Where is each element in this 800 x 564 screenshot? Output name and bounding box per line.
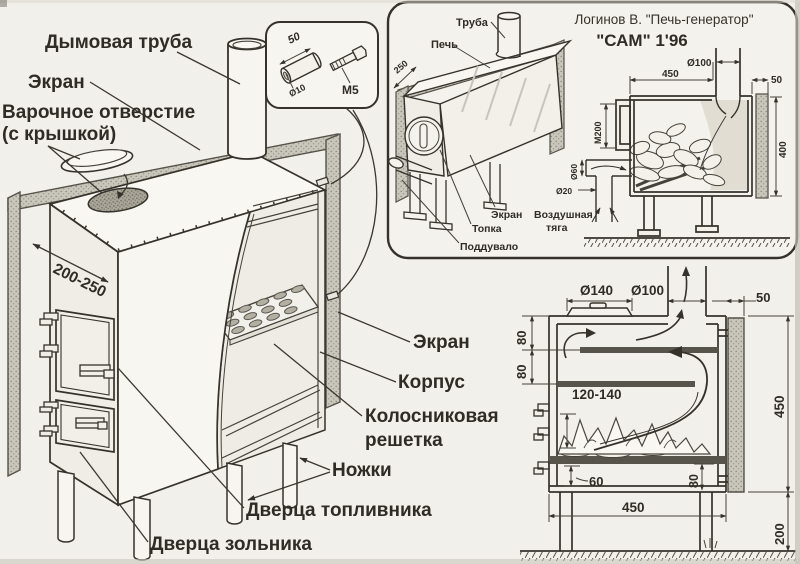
hinge-icon — [39, 312, 59, 358]
chimney-pipe — [227, 37, 267, 160]
dim-cook-hole: Ø140 — [580, 283, 613, 298]
label-chimney: Дымовая труба — [45, 32, 192, 53]
cutaway-sheet — [117, 210, 252, 507]
inset-label-ashpit: Поддувало — [460, 241, 518, 253]
dim-screen-gap: 50 — [756, 290, 770, 305]
screen-bolt-pins — [315, 176, 340, 302]
inset-dim-chimney: Ø100 — [687, 58, 712, 69]
inset-label-draft-2: тяга — [546, 222, 568, 234]
inset-perspective-sketch: Труба Печь 250 Экран Топка Поддувало Воз… — [388, 11, 593, 253]
inset-label-stove: Печь — [431, 39, 458, 51]
label-fuel-door: Дверца топливника — [246, 500, 432, 521]
dim-legs: 200 — [772, 523, 787, 545]
gas-flow-arrows — [563, 266, 708, 451]
inset-dim-duct: Ø60 — [569, 164, 579, 180]
inset-title-magazine: "САМ" 1'96 — [596, 31, 688, 50]
label-body: Корпус — [398, 372, 465, 393]
section-screen-slab — [727, 317, 745, 493]
detail-bolt-label: М5 — [342, 83, 359, 97]
grate-bar — [549, 456, 726, 464]
inset-cross-section: 450 Ø100 50 М200 400 Ø60 Ø20 — [556, 48, 790, 247]
inset-dimensions: 450 Ø100 50 М200 400 Ø60 Ø20 — [556, 58, 789, 197]
dim-ash-door: 60 — [589, 474, 603, 489]
ground-hatch — [520, 552, 796, 561]
label-ash-door: Дверца зольника — [150, 534, 312, 555]
grate-holes — [220, 285, 305, 334]
section-legs — [559, 492, 713, 551]
label-grate-2: решетка — [365, 430, 443, 451]
inset-label-firebox: Топка — [472, 223, 502, 235]
inset-title-author: Логинов В. "Печь-генератор" — [574, 12, 753, 27]
baffle-shelf-lower — [557, 381, 695, 387]
fuel-door — [39, 309, 115, 401]
door-handle-icon — [79, 364, 115, 379]
inset-label-pipe: Труба — [456, 17, 489, 29]
dim-width: 450 — [622, 500, 645, 515]
door-handle-icon — [75, 417, 108, 430]
inset-ash-pipe — [388, 155, 433, 185]
inset-dim-hole: Ø20 — [556, 186, 572, 196]
label-cook-hole-2: (с крышкой) — [2, 124, 116, 145]
leg — [133, 496, 151, 561]
inset-screen-slab — [755, 93, 769, 199]
cooking-lid — [60, 149, 134, 173]
inset-dim-height: 400 — [778, 141, 789, 158]
inset-dim-gap: 50 — [771, 75, 783, 86]
screen-sheen — [461, 65, 551, 133]
label-screen-right: Экран — [413, 332, 470, 353]
label-grate-1: Колосниковая — [365, 406, 499, 427]
ash-door — [39, 399, 115, 453]
leg — [57, 470, 75, 543]
inset-section-legs — [637, 196, 719, 237]
label-cook-hole-1: Варочное отверстие — [2, 102, 195, 123]
ground-hatch — [584, 239, 790, 247]
inset-label-screen: Экран — [491, 209, 522, 221]
fastener-detail-inset: 50 Ø10 М5 — [265, 21, 379, 109]
section-dimensions: Ø140 Ø100 50 80 80 120-140 60 80 450 — [514, 283, 794, 552]
leg — [226, 462, 243, 525]
stove-legs — [57, 442, 298, 561]
inset-door-frame — [615, 99, 631, 151]
baffle-shelf-upper — [580, 347, 718, 353]
inset-label-draft-1: Воздушная — [534, 209, 593, 221]
bottom-cross-section: Ø140 Ø100 50 80 80 120-140 60 80 450 — [514, 266, 796, 561]
cooking-hole — [87, 187, 149, 213]
inset-chimney — [495, 11, 521, 59]
dim-firebox-height: 120-140 — [572, 387, 622, 402]
label-legs: Ножки — [332, 460, 392, 481]
main-labels: Дымовая труба Экран Варочное отверстие (… — [2, 32, 499, 555]
screen-connectors — [718, 329, 728, 483]
label-screen-top: Экран — [28, 72, 85, 93]
bolt-m5 — [329, 45, 368, 72]
magazine-inset: Логинов В. "Печь-генератор" "САМ" 1'96 — [386, 0, 799, 260]
inset-dim-width: 450 — [662, 69, 679, 80]
leg — [282, 442, 298, 509]
inset-air-duct — [585, 159, 632, 223]
inset-logs — [629, 123, 726, 192]
flames — [557, 416, 712, 458]
dim-shelf1: 80 — [514, 331, 529, 345]
dim-shelf2: 80 — [514, 365, 529, 379]
dim-chimney: Ø100 — [631, 283, 664, 298]
section-door-hinges — [533, 403, 550, 475]
dim-ashbox: 80 — [687, 474, 701, 488]
hinge-icon — [39, 401, 59, 437]
dim-height: 450 — [772, 395, 787, 418]
section-cooking-lid — [565, 302, 634, 317]
inset-dim-door: М200 — [593, 121, 603, 144]
